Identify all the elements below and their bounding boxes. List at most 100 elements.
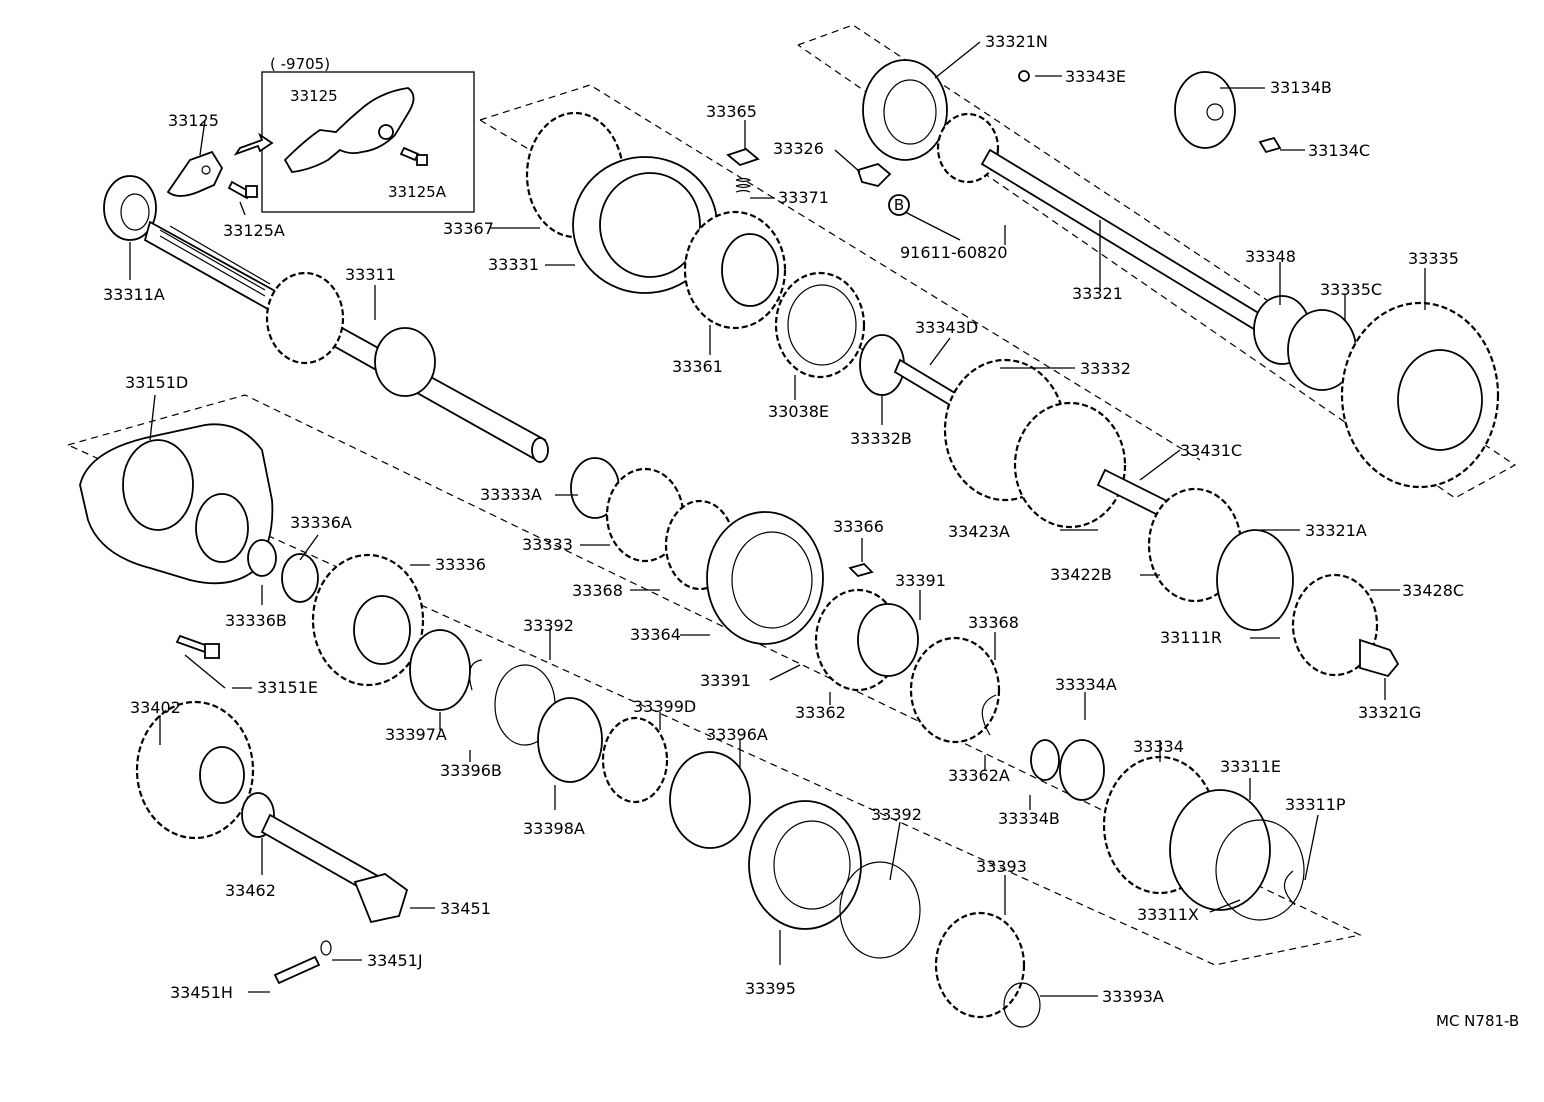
- label-33391-top: 33391: [895, 571, 946, 590]
- bearing-33334A: [1059, 739, 1105, 801]
- label-33368-left: 33368: [572, 581, 623, 600]
- label-33321A: 33321A: [1305, 521, 1367, 540]
- label-33151E: 33151E: [257, 678, 318, 697]
- gear-33336-group: [247, 539, 1041, 1028]
- label-33343D: 33343D: [915, 318, 978, 337]
- inset-pivot-circle: [378, 124, 394, 140]
- label-33361: 33361: [672, 357, 723, 376]
- callout-b-circle: [888, 194, 910, 216]
- label-33125A-inset: 33125A: [388, 183, 447, 201]
- output-shaft-outline-top: [479, 84, 1201, 461]
- label-33151D: 33151D: [125, 373, 188, 392]
- key-33366: [848, 562, 874, 578]
- label-33422B: 33422B: [1050, 565, 1112, 584]
- gear-cluster-33332: [859, 334, 1400, 678]
- label-33366: 33366: [833, 517, 884, 536]
- assembly-outlines: [67, 24, 1517, 966]
- label-33364: 33364: [630, 625, 681, 644]
- bearing-33311A: [103, 175, 157, 241]
- drawing-code: MC N781-B: [1436, 1012, 1519, 1030]
- label-33321N: 33321N: [985, 32, 1048, 51]
- gear-33428C: [1291, 573, 1379, 677]
- countershaft-body: [980, 148, 1272, 336]
- label-33311A: 33311A: [103, 285, 165, 304]
- label-33038E: 33038E: [768, 402, 829, 421]
- bearing-retainer-33151D: [79, 423, 274, 659]
- label-33311X: 33311X: [1137, 905, 1199, 924]
- countershaft-outline: [797, 24, 1517, 499]
- gear-33423A: [1013, 401, 1127, 529]
- reverse-idler-33402: [135, 700, 409, 985]
- ring-33368b: [909, 636, 1001, 744]
- label-33336B: 33336B: [225, 611, 287, 630]
- ring-33336B: [247, 539, 277, 577]
- ring-33362A: [981, 694, 997, 736]
- input-shaft-bearing-race: [374, 327, 436, 397]
- input-shaft-gear: [265, 271, 345, 365]
- ring-33393A: [1003, 982, 1041, 1028]
- label-33451H: 33451H: [170, 983, 233, 1002]
- label-33365: 33365: [706, 102, 757, 121]
- ring-33451J: [320, 940, 332, 956]
- label-33451: 33451: [440, 899, 491, 918]
- label-33402: 33402: [130, 698, 181, 717]
- label-33321G: 33321G: [1358, 703, 1421, 722]
- label-33398A: 33398A: [523, 819, 585, 838]
- label-33343E: 33343E: [1065, 67, 1126, 86]
- label-33462: 33462: [225, 881, 276, 900]
- inset-bolt-head: [416, 154, 428, 166]
- inset-range-label: ( -9705): [270, 55, 330, 73]
- ring-33399D: [601, 716, 669, 804]
- label-33311P: 33311P: [1285, 795, 1346, 814]
- label-33334B: 33334B: [998, 809, 1060, 828]
- label-33367: 33367: [443, 219, 494, 238]
- input-shaft-group: [103, 175, 549, 464]
- ring-33038E: [774, 271, 866, 379]
- direction-arrow: [233, 132, 274, 156]
- label-33125: 33125: [168, 111, 219, 130]
- ball-33343E: [1018, 70, 1030, 82]
- label-33326: 33326: [773, 139, 824, 158]
- label-33362A: 33362A: [948, 766, 1010, 785]
- synchro-group-33364: [570, 457, 1305, 921]
- ring-33311P: [1283, 870, 1296, 906]
- label-33335: 33335: [1408, 249, 1459, 268]
- nut-33321G: [1359, 638, 1400, 678]
- plate-33326-part: [856, 162, 892, 187]
- label-33336: 33336: [435, 555, 486, 574]
- label-33334A: 33334A: [1055, 675, 1117, 694]
- ring-33398A: [537, 697, 603, 783]
- bolt-33125A-part: [227, 180, 252, 200]
- label-33332B: 33332B: [850, 429, 912, 448]
- cover-33134B: [1174, 71, 1236, 149]
- label-33336A: 33336A: [290, 513, 352, 532]
- callout-b-letter: B: [894, 196, 904, 214]
- label-33311E: 33311E: [1220, 757, 1281, 776]
- label-33332: 33332: [1080, 359, 1131, 378]
- label-33393: 33393: [976, 857, 1027, 876]
- label-33371: 33371: [778, 188, 829, 207]
- label-33392-bottom: 33392: [871, 805, 922, 824]
- ring-33321A: [1216, 529, 1294, 631]
- label-33333A: 33333A: [480, 485, 542, 504]
- label-91611-60820: 91611-60820: [900, 243, 1008, 262]
- label-33348: 33348: [1245, 247, 1296, 266]
- ring-33311X: [1215, 819, 1305, 921]
- bolt-33451H: [273, 955, 321, 985]
- label-33134B: 33134B: [1270, 78, 1332, 97]
- sleeve-33395: [748, 800, 862, 930]
- shift-fork-inset-part: [283, 87, 415, 173]
- label-33423A: 33423A: [948, 522, 1010, 541]
- label-33399D: 33399D: [633, 697, 696, 716]
- countershaft-gear: [936, 112, 1000, 184]
- label-33395: 33395: [745, 979, 796, 998]
- hub-33396A: [669, 751, 751, 849]
- part-labels: ( -9705) 33125 33125A 33321N 33343E 3313…: [103, 32, 1519, 1030]
- label-33125-inset: 33125: [290, 87, 338, 105]
- label-33397A: 33397A: [385, 725, 447, 744]
- hub-33393: [934, 911, 1026, 1019]
- leader-lines: [129, 41, 1426, 997]
- label-33321: 33321: [1072, 284, 1123, 303]
- sleeve-33364: [706, 511, 824, 645]
- output-shaft-outline-bottom: [479, 119, 1081, 481]
